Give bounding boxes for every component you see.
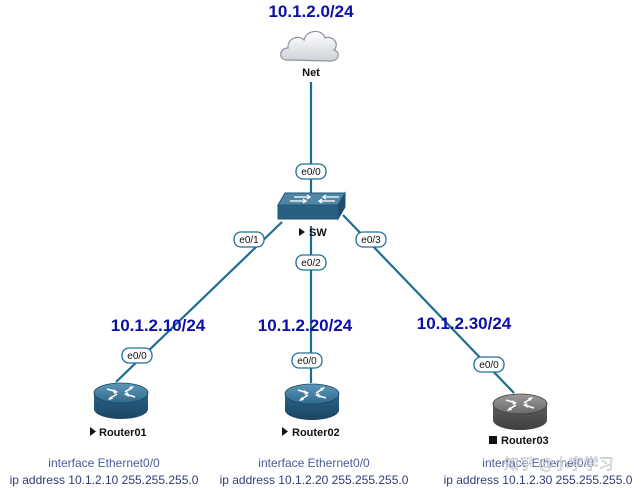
play-icon — [282, 427, 288, 436]
config-ip-line: ip address 10.1.2.20 255.255.255.0 — [220, 473, 409, 487]
router-icon — [284, 383, 340, 420]
switch-label: SW — [309, 227, 327, 239]
port-label: e0/0 — [479, 360, 499, 371]
router03-ip-label: 10.1.2.30/24 — [417, 314, 512, 333]
port-badge-router02[interactable]: e0/0 — [291, 352, 323, 369]
router-icon — [93, 382, 149, 419]
port-label: e0/2 — [301, 258, 321, 269]
port-badge-router01[interactable]: e0/0 — [121, 347, 153, 364]
port-badge-router03[interactable]: e0/0 — [473, 356, 505, 373]
switch-icon — [277, 191, 346, 221]
port-badge-sw-uplink[interactable]: e0/0 — [295, 163, 327, 180]
port-label: e0/3 — [361, 235, 381, 246]
config-interface-line: interface Ethernet0/0 — [258, 456, 370, 470]
config-interface-line: interface Ethernet0/0 — [48, 456, 160, 470]
router03-label: Router03 — [501, 435, 549, 447]
play-icon — [299, 228, 305, 236]
cloud-node[interactable]: Net — [280, 30, 339, 79]
router01-ip-label: 10.1.2.10/24 — [111, 316, 206, 335]
config-interface-line: interface Ethernet0/0 — [482, 456, 594, 470]
cloud-icon — [280, 30, 339, 62]
router-icon — [492, 393, 548, 430]
router03-node[interactable]: Router03 — [489, 393, 549, 447]
port-label: e0/0 — [297, 356, 317, 367]
config-router03: interface Ethernet0/0 ip address 10.1.2.… — [444, 456, 633, 487]
config-ip-line: ip address 10.1.2.10 255.255.255.0 — [10, 473, 199, 487]
lan-subnet-label: 10.1.2.0/24 — [268, 2, 354, 21]
port-badge-sw-e02[interactable]: e0/2 — [295, 254, 327, 271]
port-badge-sw-e03[interactable]: e0/3 — [355, 231, 387, 248]
config-router02: interface Ethernet0/0 ip address 10.1.2.… — [220, 456, 409, 487]
port-label: e0/0 — [301, 167, 321, 178]
router01-node[interactable]: Router01 — [90, 382, 149, 439]
watermark: 知乎 @小宇学习 — [504, 455, 614, 473]
config-ip-line: ip address 10.1.2.30 255.255.255.0 — [444, 473, 633, 487]
router02-label: Router02 — [292, 427, 340, 439]
play-icon — [90, 427, 96, 436]
switch-node[interactable]: SW — [277, 191, 346, 239]
router02-node[interactable]: Router02 — [282, 383, 340, 439]
router01-label: Router01 — [99, 427, 147, 439]
port-badge-sw-e01[interactable]: e0/1 — [233, 231, 265, 248]
port-label: e0/1 — [239, 235, 259, 246]
stop-icon — [489, 436, 497, 444]
router02-ip-label: 10.1.2.20/24 — [258, 316, 353, 335]
config-router01: interface Ethernet0/0 ip address 10.1.2.… — [10, 456, 199, 487]
port-label: e0/0 — [127, 351, 147, 362]
cloud-label: Net — [302, 67, 320, 79]
